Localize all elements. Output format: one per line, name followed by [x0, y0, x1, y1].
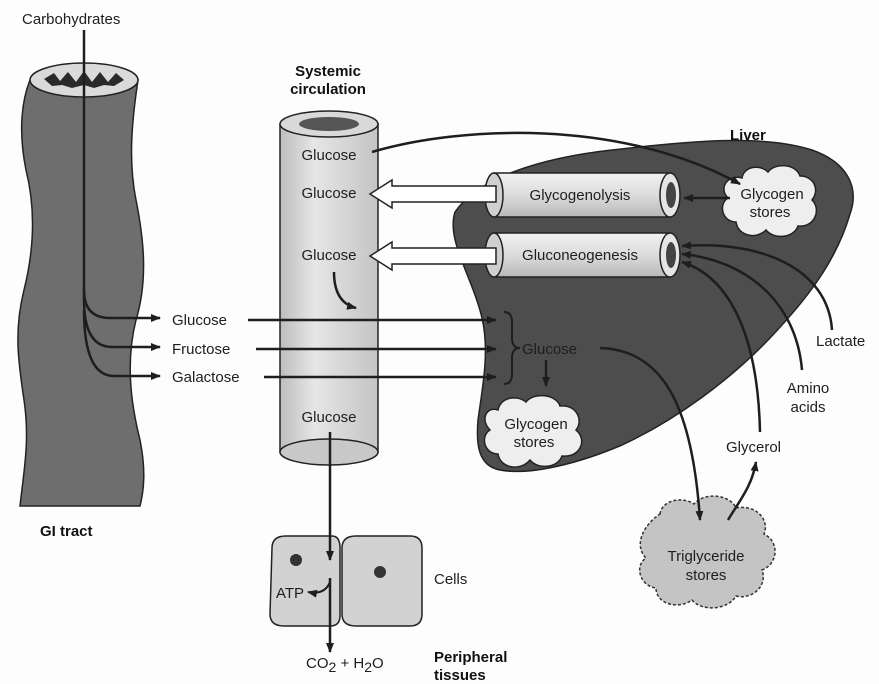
label-glycerol: Glycerol	[726, 439, 781, 456]
label-atp: ATP	[276, 585, 304, 602]
label-liver-glucose: Glucose	[522, 341, 577, 358]
label-absorb-glucose: Glucose	[172, 312, 227, 329]
label-systemic-2: circulation	[290, 81, 366, 98]
gi-tract	[18, 63, 144, 506]
peripheral-cells	[270, 536, 422, 626]
label-systemic-1: Systemic	[295, 63, 361, 80]
label-peripheral-1: Peripheral	[434, 649, 507, 666]
label-glycogen-top-2: stores	[750, 204, 791, 221]
label-lactate: Lactate	[816, 333, 865, 350]
label-co2-h2o: CO2 + H2O	[306, 655, 384, 675]
label-cells: Cells	[434, 571, 467, 588]
label-triglyceride-2: stores	[686, 567, 727, 584]
label-gluconeogenesis: Gluconeogenesis	[522, 247, 638, 264]
label-carbohydrates: Carbohydrates	[22, 11, 120, 28]
label-vessel-glucose-3: Glucose	[301, 247, 356, 264]
label-absorb-galactose: Galactose	[172, 369, 240, 386]
label-glycogen-liver-1: Glycogen	[504, 416, 567, 433]
label-glycogen-liver-2: stores	[514, 434, 555, 451]
label-peripheral-2: tissues	[434, 667, 486, 684]
label-amino-1: Amino	[787, 380, 830, 397]
label-glycogen-top-1: Glycogen	[740, 186, 803, 203]
label-gi-tract: GI tract	[40, 523, 93, 540]
label-vessel-glucose-2: Glucose	[301, 185, 356, 202]
label-liver: Liver	[730, 127, 766, 144]
label-glycogenolysis: Glycogenolysis	[530, 187, 631, 204]
label-amino-2: acids	[790, 399, 825, 416]
label-triglyceride-1: Triglyceride	[668, 548, 745, 565]
label-vessel-glucose-top: Glucose	[301, 147, 356, 164]
label-vessel-glucose-bottom: Glucose	[301, 409, 356, 426]
label-absorb-fructose: Fructose	[172, 341, 230, 358]
